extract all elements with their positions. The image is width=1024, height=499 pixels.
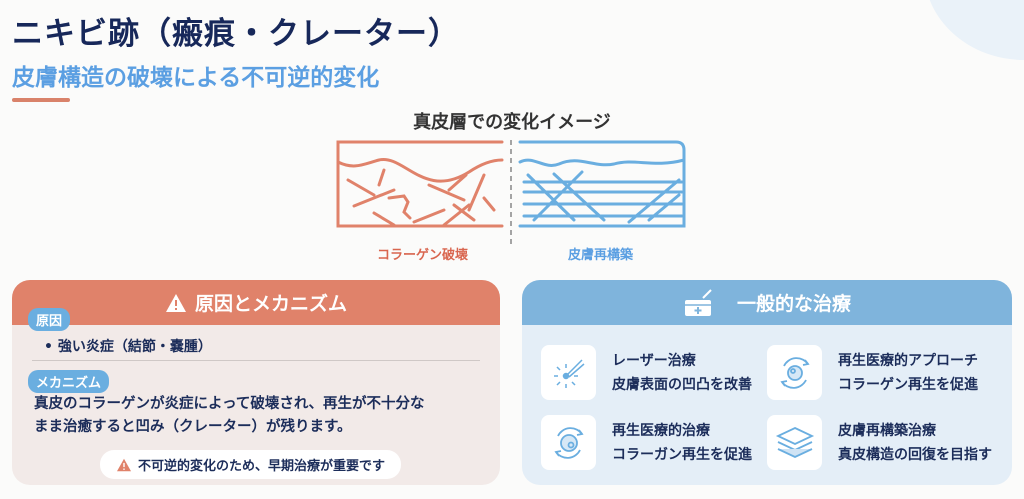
page-title: ニキビ跡（瘢痕・クレーター）	[12, 16, 460, 52]
treatment-card-title: 一般的な治療	[736, 293, 851, 315]
cause-item: • 強い炎症（結節・嚢腫）	[44, 339, 212, 355]
treatment-item-regenerative-approach: 再生医療的アプローチコラーゲン再生を促進	[767, 345, 978, 400]
mechanism-text: 真皮のコラーゲンが炎症によって破壊され、再生が不十分な まま治癒すると凹み（クレ…	[34, 393, 474, 439]
treatment-desc: コラーゲン再生を促進	[838, 376, 978, 393]
warning-icon	[165, 293, 186, 312]
warning-text: 不可逆的変化のため、早期治療が重要です	[138, 459, 386, 474]
collagen-destroyed-illustration	[336, 140, 504, 228]
treatment-name: 再生医療的治療	[612, 422, 710, 439]
treatment-desc: 真皮構造の回復を目指す	[838, 446, 992, 463]
treatment-name: 再生医療的アプローチ	[838, 352, 978, 369]
mechanism-badge: メカニズム	[28, 370, 110, 393]
treatment-desc: コラーガン再生を促進	[612, 446, 752, 463]
treatment-name: レーザー治療	[612, 352, 696, 369]
skin-rebuild-label: 皮膚再構築	[568, 248, 634, 263]
treatment-item-skin-reconstruction: 皮膚再構築治療真皮構造の回復を目指す	[767, 415, 992, 470]
regeneration-icon	[779, 356, 810, 389]
dermis-diagram	[336, 140, 686, 244]
skin-rebuild-illustration	[518, 140, 686, 228]
cause-mechanism-card: 原因とメカニズム 原因 • 強い炎症（結節・嚢腫） メカニズム 真皮のコラーゲン…	[12, 280, 500, 485]
cause-badge: 原因	[28, 308, 71, 331]
accent-line	[12, 98, 70, 102]
mechanism-line-2: まま治癒すると凹み（クレーター）が残ります。	[34, 419, 352, 435]
medical-kit-icon	[684, 288, 712, 316]
section-divider	[32, 360, 480, 361]
mechanism-line-1: 真皮のコラーゲンが炎症によって破壊され、再生が不十分な	[34, 396, 425, 412]
collagen-destroyed-label: コラーゲン破壊	[377, 248, 469, 263]
treatment-desc: 皮膚表面の凹凸を改善	[612, 376, 752, 393]
cause-card-title: 原因とメカニズム	[194, 293, 347, 315]
laser-icon	[553, 358, 584, 388]
cause-card-header: 原因とメカニズム	[12, 280, 500, 325]
page-subtitle: 皮膚構造の破壊による不可逆的変化	[12, 65, 380, 91]
diagram-title: 真皮層での変化イメージ	[413, 112, 611, 133]
cell-cycle-icon	[553, 426, 584, 459]
treatment-item-regenerative-treatment: 再生医療的治療コラーガン再生を促進	[541, 415, 752, 470]
decorative-circle	[929, 0, 1024, 60]
treatment-name: 皮膚再構築治療	[838, 422, 936, 439]
warning-icon	[117, 458, 131, 471]
treatment-item-laser: レーザー治療皮膚表面の凹凸を改善	[541, 345, 752, 400]
treatment-card: 一般的な治療 レーザー治療皮膚表面の凹凸を改善 再生医療的アプローチコラーゲン再…	[522, 280, 1012, 485]
warning-note: 不可逆的変化のため、早期治療が重要です	[100, 450, 402, 479]
layers-icon	[775, 426, 814, 458]
treatment-card-header: 一般的な治療	[522, 280, 1012, 325]
